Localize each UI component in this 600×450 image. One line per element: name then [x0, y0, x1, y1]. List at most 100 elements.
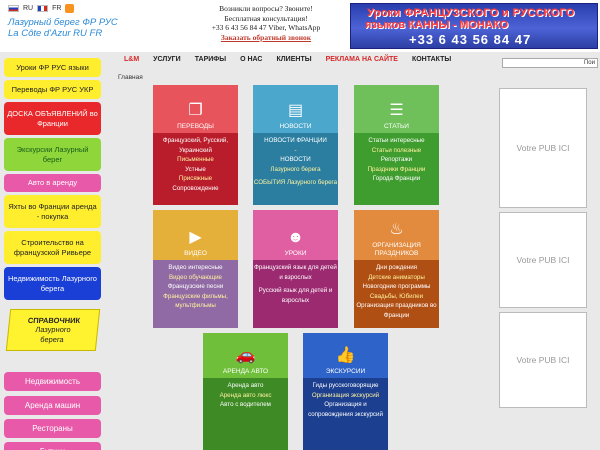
tile-header[interactable]: ☻ УРОКИ [253, 210, 338, 260]
tile-link[interactable]: Статьи полезные [371, 146, 422, 154]
tile-link[interactable]: Аренда авто [227, 382, 264, 389]
tile-link[interactable]: Организация и сопровождения экскурсий [308, 401, 383, 418]
sidebar-item[interactable]: Экскурсии Лазурный берег [4, 138, 101, 171]
lang-fr-link[interactable]: FR [52, 5, 62, 12]
tile-link[interactable]: Авто с водителем [220, 401, 271, 408]
tile-link[interactable]: НОВОСТИ [280, 156, 311, 163]
nav-item[interactable]: О НАС [240, 56, 263, 63]
rss-icon[interactable] [65, 4, 75, 13]
tile-link[interactable]: Устные [185, 165, 206, 173]
tile-link[interactable]: Видео интересные [168, 264, 223, 271]
tile-header[interactable]: ❐ПЕРЕВОДЫ [153, 85, 238, 133]
tile-link[interactable]: Организация праздников во Франции [356, 302, 437, 319]
tile-link[interactable]: Аренда авто люкс [219, 391, 272, 399]
sidebar-item[interactable]: Авто в аренду [4, 174, 101, 192]
russian-flag-icon[interactable] [8, 5, 19, 12]
tile-link[interactable]: Новогодние программы [362, 283, 431, 290]
tile-header[interactable]: ▤ НОВОСТИ [253, 85, 338, 133]
sidebar-bottom-item[interactable]: Аренда машин [4, 396, 101, 415]
contact-block: Возникли вопросы? Звоните! Бесплатная ко… [204, 4, 328, 42]
nav-item[interactable]: ТАРИФЫ [194, 56, 227, 63]
tile-link[interactable]: - [294, 146, 297, 154]
newspaper-icon: ▤ [287, 102, 304, 119]
tile-link[interactable]: Статьи интересные [368, 137, 425, 144]
list-icon: ☰ [389, 102, 404, 119]
tile-link[interactable]: СОБЫТИЯ Лазурного берега [253, 179, 338, 186]
nav-item[interactable]: КЛИЕНТЫ [276, 56, 312, 63]
sidebar-item[interactable]: Переводы ФР РУС УКР [4, 80, 101, 99]
nav-item[interactable]: L&M [124, 56, 140, 63]
language-switcher: RU FR [8, 4, 75, 13]
tile-link[interactable]: Французские песни [167, 283, 224, 290]
ad-slot[interactable]: Votre PUB ICI [499, 212, 587, 308]
sidebar-item[interactable]: Яхты во Франции аренда - покупка [4, 195, 101, 228]
tile-link[interactable]: Видео обучающие [168, 273, 223, 281]
tile-link[interactable]: Репортажи [380, 156, 413, 163]
main-nav: L&M УСЛУГИ ТАРИФЫ О НАС КЛИЕНТЫ РЕКЛАМА НА СА… [124, 56, 451, 68]
tile-link[interactable]: Детские аниматоры [368, 273, 425, 281]
tile-link[interactable]: Организация экскурсий [311, 391, 380, 399]
nav-item[interactable]: УСЛУГИ [153, 56, 181, 63]
tile-title: НОВОСТИ [279, 123, 312, 130]
ad-slot[interactable]: Votre PUB ICI [499, 312, 587, 408]
tile-title: СТАТЬИ [384, 123, 409, 130]
tile-link[interactable]: Сопровождение [172, 184, 219, 192]
car-icon: 🚗 [235, 347, 256, 364]
search-input[interactable]: Пои [502, 58, 598, 68]
sidebar-bottom-item[interactable]: Недвижимость [4, 372, 101, 391]
sidebar-item[interactable]: Уроки ФР РУС языки [4, 58, 101, 77]
tile-header[interactable]: ☰ СТАТЬИ [354, 85, 439, 133]
tile-link[interactable]: Города Франции [372, 175, 421, 182]
category-tile[interactable]: ❐ПЕРЕВОДЫ Французский, Русский, Украински… [153, 85, 238, 205]
tile-link[interactable]: Французский, Русский, Украинский [162, 137, 229, 154]
french-flag-icon[interactable] [37, 5, 49, 12]
sidebar-item[interactable]: Недвижимость Лазурного берега [4, 267, 101, 300]
tile-link[interactable]: Гиды русскоговорящие [312, 382, 379, 389]
phone-number: +33 6 43 56 84 47 Viber, WhatsApp [211, 23, 321, 32]
tile-link[interactable]: Французский язык для детей и взрослых [254, 264, 337, 281]
tile-title: ЭКСКУРСИИ [325, 368, 366, 375]
sidebar-bottom-item[interactable]: Рестораны [4, 419, 101, 438]
nav-item[interactable]: РЕКЛАМА НА САЙТЕ [325, 56, 398, 63]
category-tile[interactable]: ▤ НОВОСТИ НОВОСТИ ФРАНЦИИ - НОВОСТИ Лазурного… [253, 85, 338, 205]
nav-item[interactable]: КОНТАКТЫ [411, 56, 452, 63]
sidebar-bottom-item[interactable]: Бутики [4, 442, 101, 450]
header: RU FR Лазурный берег ФР РУС La Côte d'Az… [0, 0, 600, 52]
tile-header[interactable]: 👍 ЭКСКУРСИИ [303, 333, 388, 378]
tile-link[interactable]: Русский язык для детей и взрослых [258, 287, 333, 304]
header-banner[interactable]: Уроки ФРАНЦУЗСКОГО и РУССКОГО языков КАН… [350, 3, 598, 49]
tile-header[interactable]: ▶ВИДЕО [153, 210, 238, 260]
sidebar-item[interactable]: ДОСКА ОБЪЯВЛЕНИЙ во Франции [4, 102, 101, 135]
tile-title: ВИДЕО [184, 250, 207, 257]
tile-link[interactable]: НОВОСТИ ФРАНЦИИ [264, 137, 327, 144]
tile-link[interactable]: Французские фильмы, мультфильмы [163, 292, 228, 310]
tile-link[interactable]: Лазурного берега [270, 165, 321, 173]
tile-title: ОРГАНИЗАЦИЯ ПРАЗДНИКОВ [372, 242, 421, 257]
tile-title: УРОКИ [284, 250, 307, 257]
site-title[interactable]: Лазурный берег ФР РУС La Côte d'Azur RU … [8, 17, 118, 39]
lang-ru-link[interactable]: RU [23, 5, 34, 12]
breadcrumb[interactable]: Главная [118, 74, 143, 81]
ad-slot[interactable]: Votre PUB ICI [499, 88, 587, 208]
directory-button[interactable]: СПРАВОЧНИК Лазурного берега [5, 309, 101, 351]
tile-header[interactable]: 🚗АРЕНДА АВТО [203, 333, 288, 378]
sidebar-item[interactable]: Строительство на французской Ривьере [4, 231, 101, 264]
category-tile[interactable]: ☻ УРОКИ Французский язык для детей и взрос… [253, 210, 338, 328]
tile-header[interactable]: ♨ОРГАНИЗАЦИЯ ПРАЗДНИКОВ [354, 210, 439, 260]
tile-link[interactable]: Дни рождения [375, 264, 417, 271]
users-icon: ☻ [287, 229, 304, 246]
callback-link[interactable]: Заказать обратный звонок [220, 32, 312, 42]
thumbs-up-icon: 👍 [335, 347, 356, 364]
tile-link[interactable]: Свадьбы, Юбилеи [369, 292, 424, 300]
tile-link[interactable]: Присяжные [178, 175, 213, 182]
tile-link[interactable]: Праздники Франции [367, 165, 426, 173]
tile-link[interactable]: Письменные [177, 156, 214, 163]
